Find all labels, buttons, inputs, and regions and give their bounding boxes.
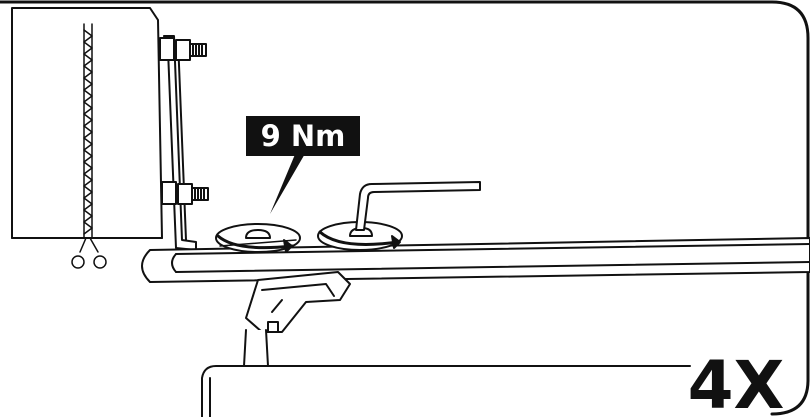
roof-bar-foot <box>243 271 351 367</box>
callout-pointer <box>270 152 306 214</box>
allen-key-icon <box>355 181 481 231</box>
quantity-text: 4X <box>688 347 785 417</box>
car-roof <box>201 365 691 417</box>
quantity-label: 4X <box>688 347 785 417</box>
bolt-icon <box>161 181 209 205</box>
roof-bar <box>141 237 810 283</box>
rotate-arrow-icon <box>318 230 401 249</box>
torque-value: 9 Nm <box>261 119 346 153</box>
bolt-icon <box>159 37 207 61</box>
torque-callout: 9 Nm <box>246 116 360 156</box>
mounting-bracket <box>163 35 197 251</box>
zipper-icon <box>71 23 107 269</box>
rotate-arrow-icon <box>216 234 294 253</box>
torque-callout-bg <box>246 116 360 156</box>
